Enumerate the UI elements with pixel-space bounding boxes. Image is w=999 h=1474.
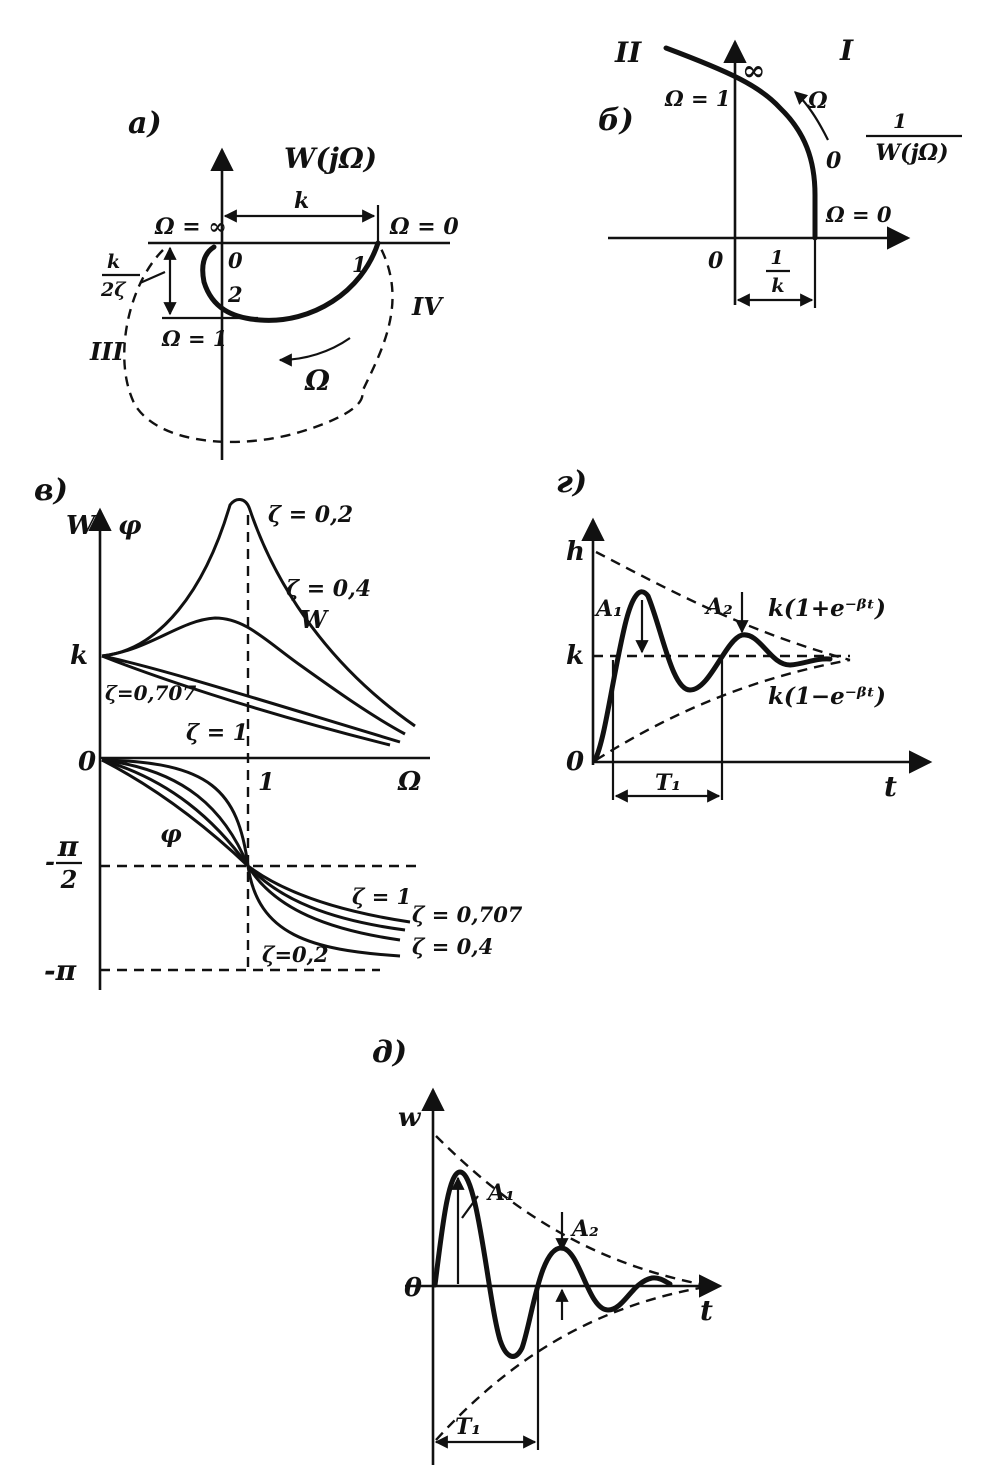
panel-b-quadrant-I: I (839, 34, 854, 67)
panel-a-point-1: 1 (352, 252, 367, 277)
panel-v-phi-curve-label: φ (160, 819, 182, 848)
panel-g-step-response: г) h k 0 t T₁ A₁ A₂ k(1+e⁻ᵝᵗ) k(1−e⁻ᵝᵗ) (556, 465, 933, 803)
panel-a-omega-label: Ω (304, 364, 330, 397)
panel-v-zero-label: 0 (78, 747, 96, 777)
panel-v-zeta-0-707-phase: ζ = 0,707 (412, 902, 523, 927)
panel-d-A1-leader (461, 1195, 479, 1219)
panel-g-A2-label: A₂ (704, 594, 733, 620)
panel-v-phase-curve-zeta-0-2 (101, 758, 401, 958)
panel-b-function-num: 1 (893, 109, 907, 133)
panel-v-zeta-1: ζ = 1 (186, 720, 248, 746)
panel-b-omega-label: Ω (807, 88, 828, 114)
panel-g-t-label: t (884, 770, 897, 803)
panel-v-amp-curve-zeta-0-707 (101, 654, 401, 744)
panel-b-origin: 0 (708, 248, 724, 274)
panel-a-quadrant-III: III (89, 337, 124, 366)
panel-v-minus-sign: - (45, 847, 55, 876)
panel-d-upper-envelope (435, 1135, 701, 1286)
panel-d-lower-envelope (435, 1286, 701, 1441)
panel-a-omega-inf: Ω = ∞ (154, 214, 227, 240)
panel-a-k-over-2zeta-num: k (107, 251, 120, 273)
panel-a-letter: а) (128, 106, 162, 141)
panel-d-letter: д) (372, 1035, 407, 1070)
panel-g-upper-envelope (595, 550, 851, 662)
panel-a-omega-one: Ω = 1 (161, 326, 228, 351)
panel-b-letter: б) (598, 103, 634, 138)
panel-a-k-label: k (294, 188, 309, 214)
panel-d-T1-label: T₁ (455, 1414, 481, 1440)
panel-a-point-0: 0 (228, 248, 243, 273)
panel-g-k-label: k (566, 641, 584, 671)
panel-v-zeta-1-phase: ζ = 1 (352, 884, 411, 909)
panel-g-h-label: h (566, 537, 585, 567)
panel-b-inverse-nyquist: б) II I ∞ Ω = 1 Ω 1 W(jΩ) 0 Ω = 0 0 1 k (598, 34, 962, 308)
panel-v-axis-phi: φ (118, 511, 142, 541)
panel-v-zeta-0-2: ζ = 0,2 (268, 502, 353, 528)
panel-v-one-label: 1 (258, 767, 275, 796)
panel-b-direction-arrow (794, 91, 829, 141)
panel-g-T1-label: T₁ (655, 770, 681, 796)
panel-g-lower-envelope-label: k(1−e⁻ᵝᵗ) (768, 683, 886, 710)
panel-v-amp-curve-zeta-0-4 (101, 616, 406, 736)
panel-v-zeta-0-707: ζ=0,707 (105, 681, 196, 705)
panel-v-amp-curve-zeta-0-2 (101, 498, 416, 728)
panel-v-amp-curve-zeta-1 (101, 654, 391, 747)
panel-d-impulse-response: д) w 0 t A₁ A₂ T₁ (372, 1035, 723, 1465)
panel-a-omega-zero: Ω = 0 (389, 214, 459, 240)
panel-b-curve-zero: 0 (826, 148, 842, 174)
panel-a-point-2: 2 (227, 282, 243, 307)
panel-g-step-response-curve (592, 589, 833, 763)
panel-a-fraction-leader (139, 270, 166, 285)
panel-a-nyquist: а) W(jΩ) k Ω = ∞ Ω = 0 k 2ζ 0 1 2 Ω = 1 … (89, 106, 459, 460)
panel-d-zero-label: 0 (404, 1273, 422, 1303)
panel-d-A2-label: A₂ (570, 1216, 599, 1242)
panel-a-function-label: W(jΩ) (284, 142, 377, 175)
panel-b-function-den: W(jΩ) (875, 140, 948, 166)
panel-b-inv-k-num: 1 (770, 247, 783, 269)
panel-v-frequency-characteristics: в) W φ k 0 1 Ω ζ = 0,2 ζ = 0,4 W ζ=0,707… (34, 473, 523, 990)
panel-v-axis-W: W (66, 511, 98, 541)
panel-a-dashed-extension (123, 242, 394, 444)
panel-b-quadrant-II: II (614, 36, 642, 69)
panel-g-upper-envelope-label: k(1+e⁻ᵝᵗ) (768, 595, 886, 622)
panel-v-k-label: k (70, 641, 88, 671)
panel-v-omega-label: Ω (397, 767, 421, 797)
panel-b-infinity: ∞ (742, 54, 765, 87)
panel-d-t-label: t (700, 1294, 713, 1327)
panel-v-pi-den: 2 (60, 865, 78, 894)
panel-v-zeta-0-4: ζ = 0,4 (286, 576, 371, 602)
panel-v-W-curve-label: W (300, 605, 329, 634)
panel-a-k-over-2zeta-den: 2ζ (100, 279, 127, 301)
panel-b-omega-one: Ω = 1 (664, 86, 731, 111)
panel-g-lower-envelope (595, 658, 851, 762)
panel-g-A1-label: A₁ (594, 596, 623, 622)
panel-g-letter: г) (556, 465, 587, 500)
panel-a-quadrant-IV: IV (411, 292, 444, 321)
panel-d-w-label: w (398, 1103, 422, 1133)
panel-a-direction-arrow (278, 337, 351, 367)
panel-v-neg-pi: -π (44, 954, 77, 987)
panel-b-inv-k-den: k (771, 275, 784, 297)
panel-d-A1-label: A₁ (486, 1180, 515, 1206)
panel-b-inverse-curve (663, 45, 818, 241)
panel-g-zero-label: 0 (566, 747, 584, 777)
panel-v-zeta-0-4-phase: ζ = 0,4 (412, 934, 493, 959)
panel-d-impulse-response-curve (432, 1169, 673, 1359)
panel-b-omega-zero: Ω = 0 (825, 202, 892, 227)
panel-v-letter: в) (34, 473, 68, 508)
panel-v-zeta-0-2-phase: ζ=0,2 (262, 942, 329, 967)
panel-v-pi-num: π (57, 830, 79, 863)
